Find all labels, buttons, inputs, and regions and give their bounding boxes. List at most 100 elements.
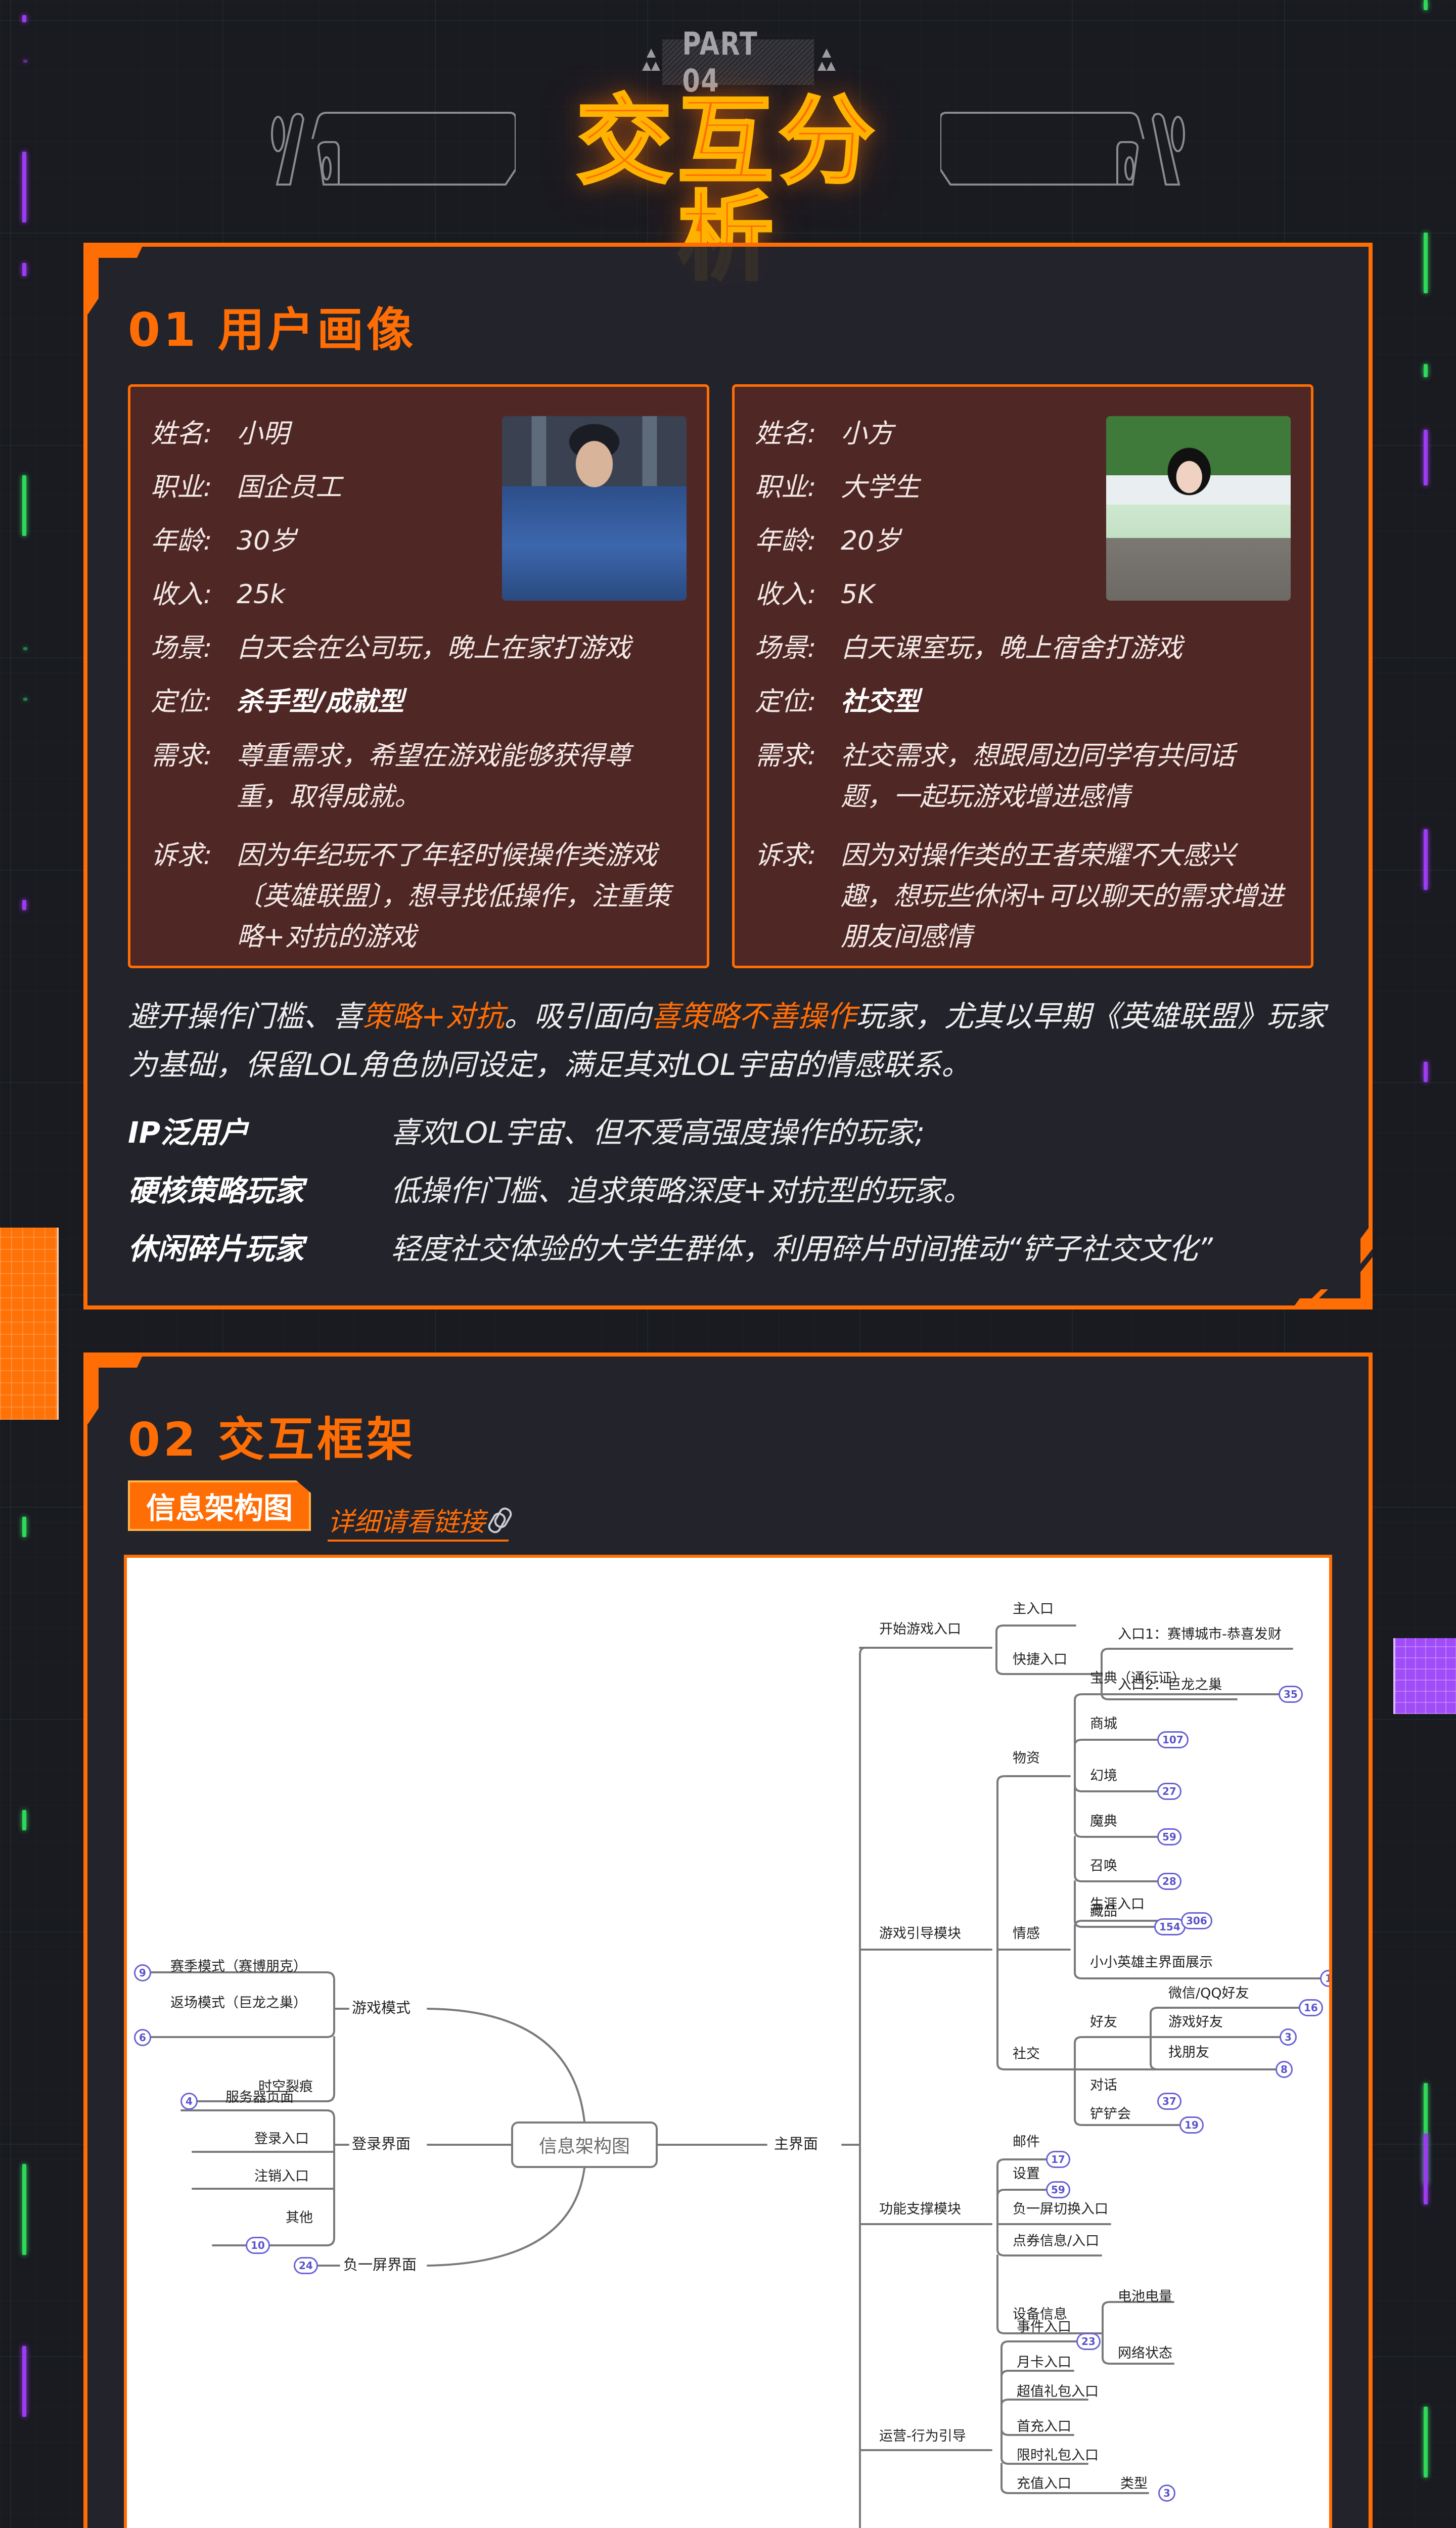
field-label: 需求: (151, 741, 212, 771)
persona-need: 尊重需求，希望在游戏能够获得尊重，取得成就。 (237, 741, 631, 812)
field-label: 场景: (755, 633, 816, 663)
mindmap-node: 入口1：赛博城市-恭喜发财 (1118, 1627, 1282, 1642)
mindmap-node: 时空裂痕 (258, 2079, 313, 2095)
count-badge: 27 (1157, 1783, 1181, 1800)
section-title: 02 交互框架 (128, 1413, 417, 1467)
segment-desc: 轻度社交体验的大学生群体，利用碎片时间推动“铲子社交文化” (391, 1232, 1213, 1266)
side-tick (22, 475, 26, 536)
side-tick (1424, 364, 1428, 377)
field-label: 需求: (755, 741, 816, 771)
highlight-text: 策略+对抗 (362, 999, 505, 1033)
persona-job: 大学生 (841, 472, 920, 503)
count-badge: 3 (1280, 2028, 1297, 2046)
mindmap-node: 藏品 (1090, 1904, 1117, 1919)
persona-scene: 白天会在公司玩，晚上在家打游戏 (237, 633, 631, 663)
mindmap-node: 设备信息 (1013, 2307, 1067, 2322)
corner-decoration (83, 1352, 144, 1428)
field-label: 年龄: (151, 526, 212, 556)
persona-photo (502, 416, 687, 601)
user-persona-section: 01 用户画像 姓名:小明 职业:国企员工 年龄:30岁 收入:25k 场景:白… (83, 243, 1373, 1310)
left-wing-decoration (271, 112, 516, 186)
mindmap-node: 魔典 (1090, 1814, 1117, 1829)
side-tick (23, 647, 27, 650)
field-label: 定位: (151, 687, 212, 717)
persona-card: 姓名:小方 职业:大学生 年龄:20岁 收入:5K 场景:白天课室玩，晚上宿舍打… (732, 384, 1313, 968)
count-badge: 19 (1179, 2116, 1204, 2134)
count-badge: 24 (294, 2257, 318, 2274)
mindmap-node: 找朋友 (1168, 2045, 1209, 2060)
side-tick (22, 152, 26, 222)
persona-name: 小明 (237, 419, 290, 449)
user-segment: IP泛用户 喜欢LOL宇宙、但不爱高强度操作的玩家; (128, 1109, 925, 1151)
segment-label: 休闲碎片玩家 (128, 1232, 304, 1266)
mindmap-node: 网络状态 (1118, 2345, 1172, 2361)
persona-income: 25k (237, 579, 286, 610)
mindmap-node: 快捷入口 (1013, 1652, 1067, 1667)
mindmap-node: 登录入口 (254, 2131, 309, 2147)
side-tick (1424, 430, 1428, 485)
count-badge: 154 (1154, 1918, 1186, 1935)
mindmap-node: 好友 (1090, 2014, 1117, 2030)
mindmap-node: 入口2：巨龙之巢 (1118, 1677, 1222, 1693)
mindmap-node: 商城 (1090, 1716, 1117, 1732)
mindmap-node: 赛季模式（赛博朋克） (170, 1959, 307, 1974)
mindmap-node: 服务器页面 (225, 2090, 294, 2105)
triangle-icon (642, 49, 660, 76)
side-tick (1424, 2134, 1428, 2204)
side-tick (22, 1517, 26, 1537)
mindmap-node: 充值入口 (1017, 2476, 1071, 2492)
persona-photo (1106, 416, 1291, 601)
mindmap-node: 物资 (1013, 1750, 1040, 1766)
side-tick (23, 698, 27, 701)
mindmap-node: 小小英雄主界面展示 (1090, 1955, 1213, 1970)
interaction-framework-section: 02 交互框架 信息架构图 详细请看链接 (83, 1352, 1373, 2528)
mindmap-node: 登录界面 (352, 2135, 411, 2152)
mindmap-node: 注销入口 (254, 2169, 309, 2184)
side-tick (1424, 1062, 1428, 1082)
persona-appeal: 因为对操作类的王者荣耀不大感兴趣，想玩些休闲+可以聊天的需求增进朋友间感情 (841, 840, 1284, 953)
persona-position: 杀手型/成就型 (237, 687, 404, 717)
segment-label: IP泛用户 (128, 1115, 249, 1150)
mindmap-node: 开始游戏入口 (879, 1621, 961, 1637)
purple-wireframe-decoration (1393, 1638, 1456, 1714)
mindmap-node: 情感 (1013, 1926, 1040, 1942)
side-tick (22, 2164, 26, 2255)
corner-decoration (83, 243, 144, 319)
field-label: 职业: (755, 472, 816, 503)
field-label: 职业: (151, 472, 212, 503)
field-label: 诉求: (151, 840, 212, 871)
section-title: 01 用户画像 (128, 303, 417, 357)
mindmap-node: 主界面 (774, 2135, 818, 2152)
chain-link-icon (488, 1507, 509, 1532)
mindmap-node: 游戏模式 (352, 1999, 411, 2016)
side-tick (1424, 829, 1428, 890)
persona-card: 姓名:小明 职业:国企员工 年龄:30岁 收入:25k 场景:白天会在公司玩，晚… (128, 384, 709, 968)
mindmap-node: 月卡入口 (1017, 2355, 1071, 2370)
count-badge: 3 (1158, 2485, 1175, 2502)
mindmap-node: 功能支撑模块 (879, 2201, 961, 2217)
persona-position: 社交型 (841, 687, 920, 717)
count-badge: 28 (1157, 1873, 1181, 1890)
count-badge: 306 (1181, 1912, 1212, 1929)
segment-desc: 喜欢LOL宇宙、但不爱高强度操作的玩家; (391, 1115, 925, 1150)
details-link[interactable]: 详细请看链接 (328, 1501, 509, 1542)
persona-appeal: 因为年纪玩不了年轻时候操作类游戏〔英雄联盟〕，想寻找低操作，注重策略+对抗的游戏 (237, 840, 671, 953)
segment-desc: 低操作门槛、追求策略深度+对抗型的玩家。 (391, 1173, 973, 1208)
side-tick (22, 2346, 26, 2417)
count-badge: 59 (1046, 2181, 1070, 2198)
persona-need: 社交需求，想跟周边同学有共同话题，一起玩游戏增进感情 (841, 741, 1236, 812)
mindmap-node: 邮件 (1013, 2134, 1040, 2150)
mindmap-connectors (142, 1624, 1326, 2528)
segment-label: 硬核策略玩家 (128, 1173, 304, 1208)
mindmap-node: 首充入口 (1017, 2419, 1071, 2434)
side-tick (22, 900, 26, 910)
mindmap-node: 游戏好友 (1168, 2014, 1223, 2030)
part-badge: PART 04 (642, 25, 836, 99)
persona-age: 20岁 (841, 526, 901, 556)
field-label: 年龄: (755, 526, 816, 556)
count-badge: 107 (1157, 1731, 1189, 1748)
side-tick (1424, 0, 1428, 10)
persona-age: 30岁 (237, 526, 297, 556)
side-tick (22, 1810, 26, 1830)
mindmap-node: 主入口 (1013, 1601, 1054, 1617)
